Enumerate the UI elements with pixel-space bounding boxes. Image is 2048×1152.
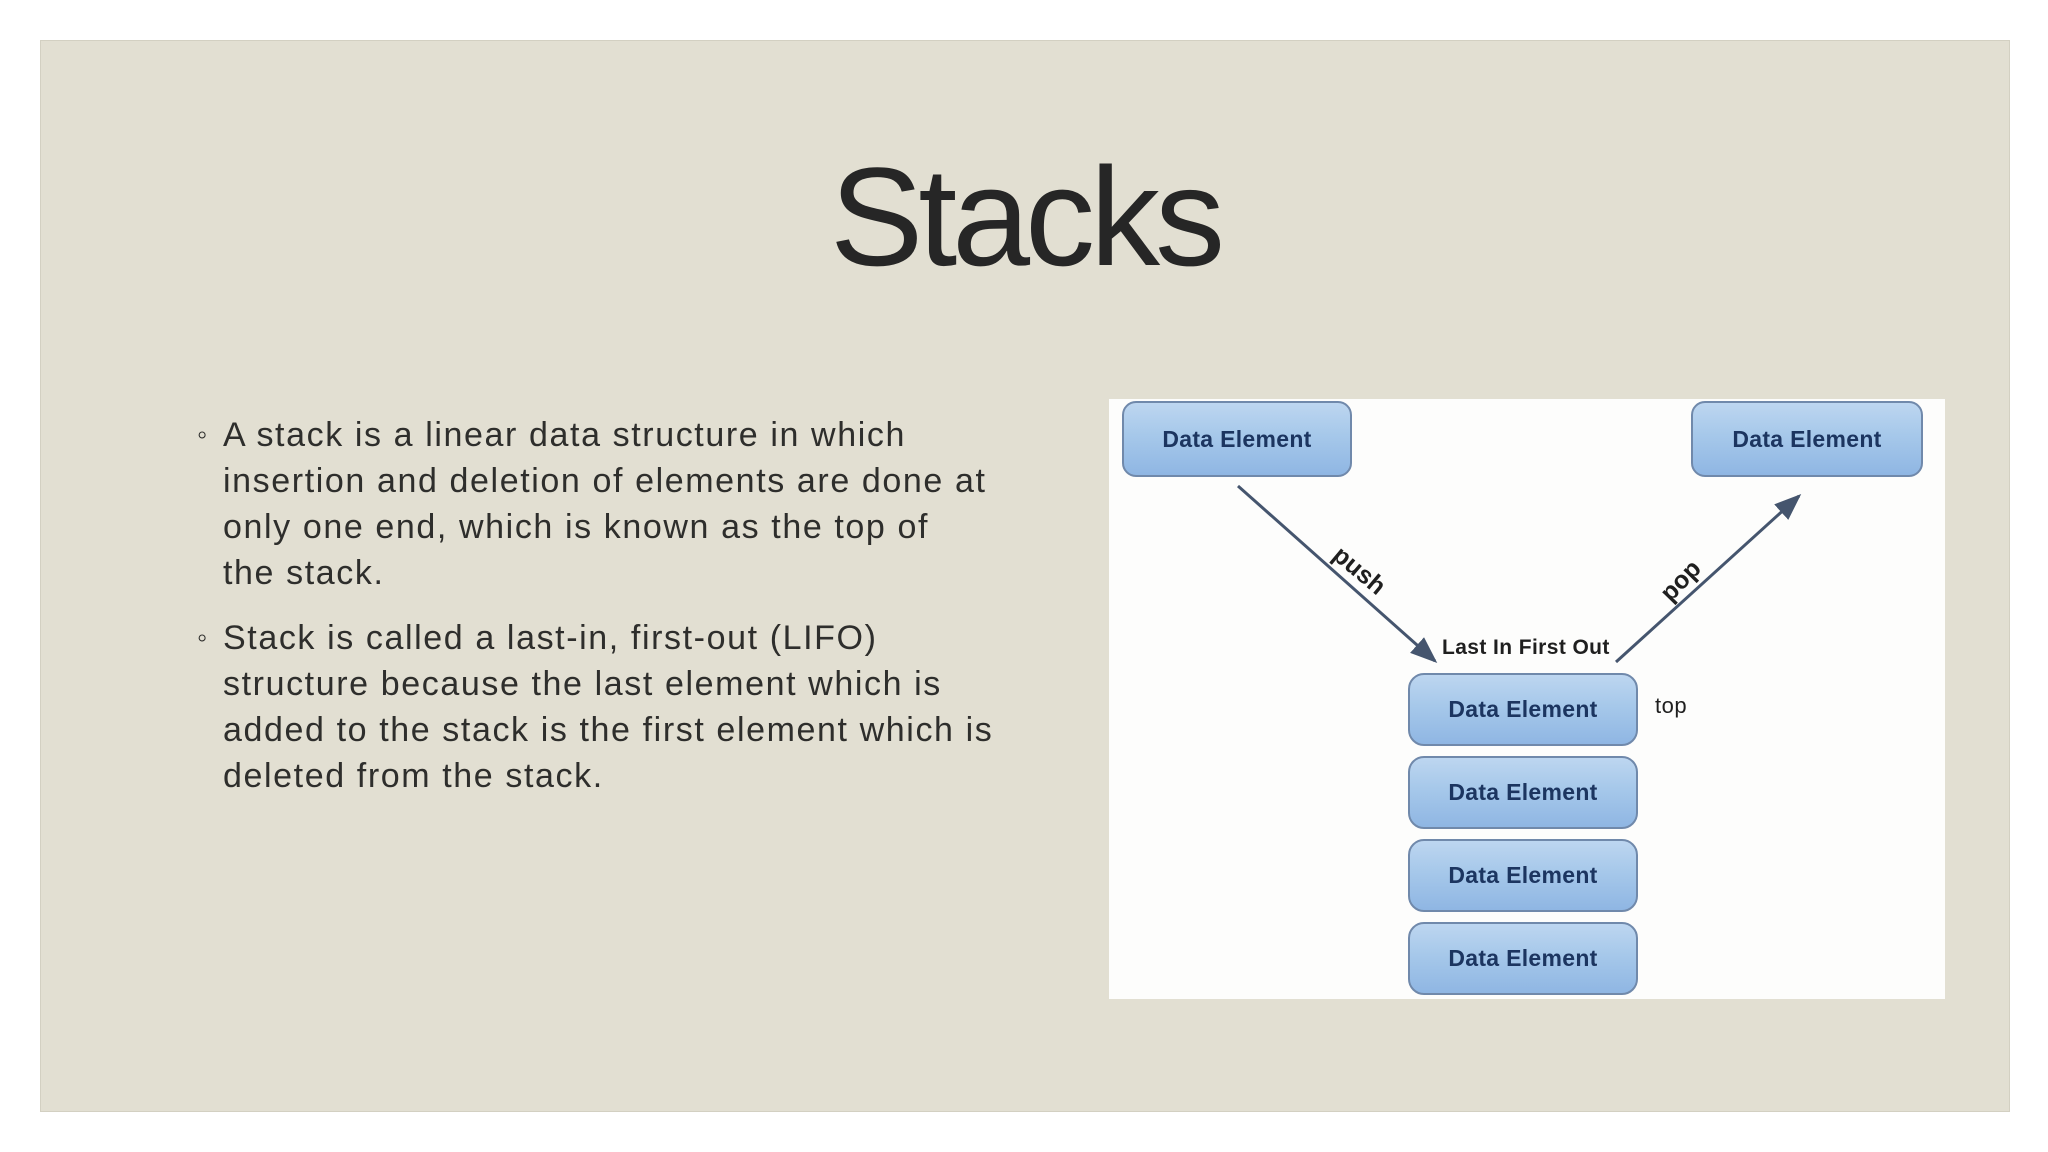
arrows-layer (1237, 484, 1802, 664)
stack-element-box: Data Element (1408, 922, 1638, 995)
slide: Stacks ◦ A stack is a linear data struct… (40, 40, 2010, 1112)
bullet-text: Stack is called a last-in, first-out (LI… (223, 615, 993, 799)
bullet-text-line: A stack is a linear data structure in wh… (223, 416, 906, 454)
stack-column: Data Element Data Element Data Element D… (1408, 673, 1638, 1005)
data-element-label: Data Element (1162, 425, 1312, 452)
stack-element-box: Data Element (1408, 839, 1638, 912)
top-label: top (1655, 693, 1688, 718)
data-element-label: Data Element (1448, 779, 1598, 805)
data-element-label: Data Element (1448, 945, 1598, 971)
stack-diagram-image: Data Element Data Element push pop Last … (1109, 399, 1945, 999)
data-element-box-outgoing: Data Element (1691, 401, 1923, 477)
bullet-text-line: insertion and deletion of elements are d… (223, 462, 987, 500)
bullet-item: ◦ Stack is called a last-in, first-out (… (197, 615, 1057, 799)
bullet-text-line: added to the stack is the first element … (223, 711, 994, 749)
bullet-text-line: structure because the last element which… (223, 665, 942, 703)
bullet-text-line: only one end, which is known as the top … (223, 508, 930, 546)
bullet-marker-icon: ◦ (197, 419, 208, 451)
stack-element-box: Data Element (1408, 673, 1638, 746)
bullet-text-line: the stack. (223, 554, 385, 592)
push-arrow (1237, 484, 1438, 663)
bullet-item: ◦ A stack is a linear data structure in … (197, 412, 1057, 596)
data-element-label: Data Element (1448, 696, 1598, 722)
stack-element-box: Data Element (1408, 756, 1638, 829)
pop-arrow (1614, 493, 1802, 664)
bullet-marker-icon: ◦ (197, 622, 208, 654)
data-element-label: Data Element (1448, 862, 1598, 888)
data-element-label: Data Element (1732, 425, 1882, 452)
bullet-text-line: Stack is called a last-in, first-out (LI… (223, 619, 878, 657)
bullet-text: A stack is a linear data structure in wh… (223, 412, 987, 596)
bullet-text-line: deleted from the stack. (223, 757, 604, 795)
data-element-box-incoming: Data Element (1122, 401, 1352, 477)
slide-title: Stacks (829, 138, 1225, 295)
lifo-label: Last In First Out (1442, 636, 1610, 659)
bullet-list: ◦ A stack is a linear data structure in … (197, 412, 1057, 799)
